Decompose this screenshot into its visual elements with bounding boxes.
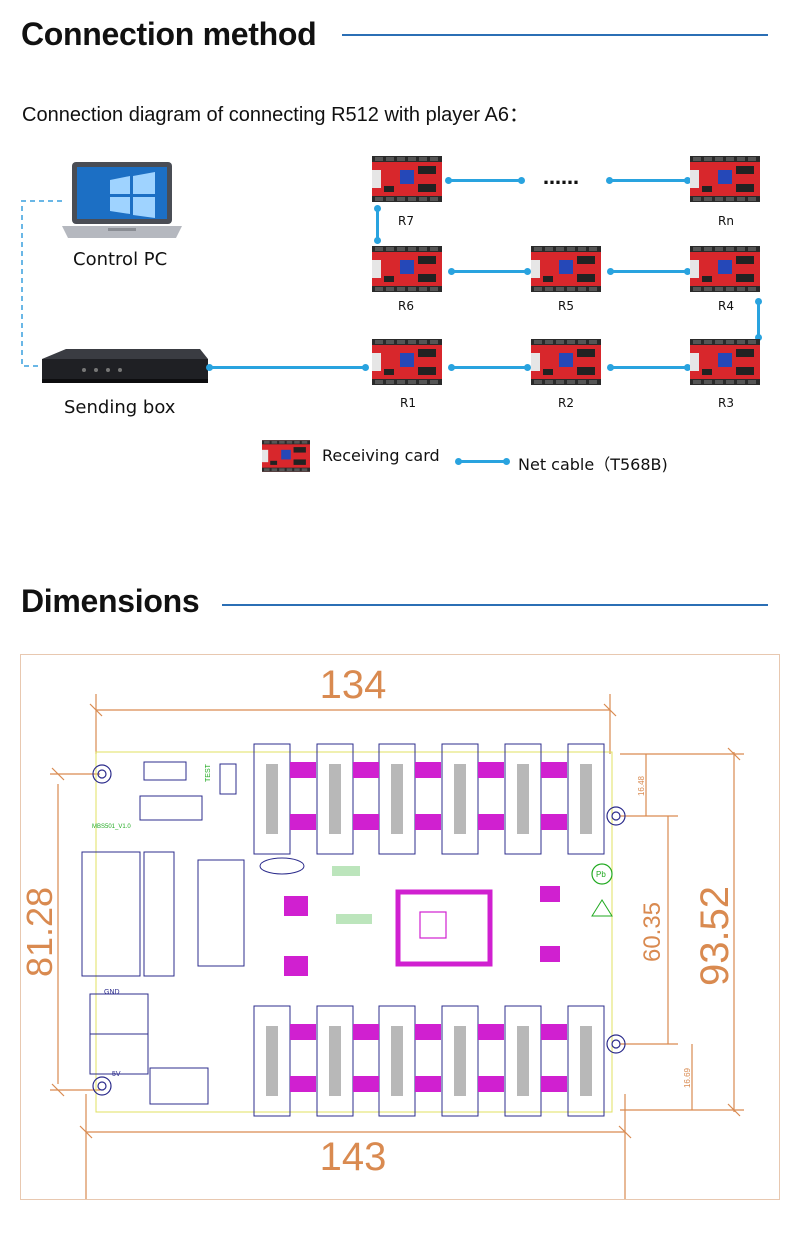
dimensions-title-rule: [222, 604, 768, 606]
sending-box-label: Sending box: [64, 397, 176, 418]
cable-endpoint: [448, 364, 455, 371]
dimensions-section-title: Dimensions: [21, 583, 200, 619]
cable-endpoint: [448, 268, 455, 275]
card-label-r7: R7: [398, 214, 414, 228]
receiving-card-r2: [531, 339, 601, 385]
cable-endpoint: [755, 298, 762, 305]
cable-endpoint: [362, 364, 369, 371]
dim-top-width: 134: [320, 663, 387, 707]
cable-endpoint: [684, 364, 691, 371]
cable-endpoint: [524, 268, 531, 275]
test-label: TEST: [205, 763, 212, 782]
connection-title-rule: [342, 34, 768, 36]
receiving-card-rn: [690, 156, 760, 202]
cable-endpoint: [607, 364, 614, 371]
cable-endpoint: [684, 268, 691, 275]
card-label-r1: R1: [400, 396, 416, 410]
cable-r6-r7: [376, 208, 379, 240]
connection-section-title: Connection method: [21, 16, 317, 52]
control-pc-label: Control PC: [73, 249, 168, 270]
pcb-dimension-drawing: 134 143 81.28 93.52 60.35 16.48 16.69: [20, 654, 780, 1200]
cable-r3-r4: [757, 302, 760, 338]
dim-offset-top: 16.48: [637, 775, 646, 796]
laptop-icon: [62, 162, 182, 238]
cable-endpoint: [607, 268, 614, 275]
cable-r5-r6: [452, 270, 528, 273]
card-label-r6: R6: [398, 299, 414, 313]
pb-free-label: Pb: [596, 870, 606, 879]
cable-ellipsis-rn: [610, 179, 688, 182]
legend-receiving-card-label: Receiving card: [322, 446, 440, 465]
dim-right-outer-height: 93.52: [693, 886, 737, 986]
connection-subtitle: Connection diagram of connecting R512 wi…: [22, 104, 529, 126]
cable-endpoint: [524, 364, 531, 371]
cable-endpoint: [518, 177, 525, 184]
cable-endpoint: [606, 177, 613, 184]
card-label-r5: R5: [558, 299, 574, 313]
cable-endpoint: [755, 334, 762, 341]
legend-net-cable-label: Net cable（T568B): [518, 455, 668, 474]
cable-r2-r3: [611, 366, 687, 369]
receiving-card-r7: [372, 156, 442, 202]
cable-endpoint: [445, 177, 452, 184]
receiving-card-r3: [690, 339, 760, 385]
legend-cable-icon: [459, 460, 507, 463]
cable-box-r1: [210, 366, 368, 369]
board-model-label: MBS501_V1.0: [92, 824, 131, 830]
legend-receiving-card-icon: [262, 440, 310, 472]
card-label-r3: R3: [718, 396, 734, 410]
cable-r7-ellipsis: [449, 179, 521, 182]
receiving-card-r6: [372, 246, 442, 292]
legend-cable-endpoint: [503, 458, 510, 465]
dim-right-inner-height: 60.35: [639, 902, 666, 962]
receiving-card-r1: [372, 339, 442, 385]
sending-box-icon: [42, 349, 208, 383]
receiving-card-r4: [690, 246, 760, 292]
legend-cable-endpoint: [455, 458, 462, 465]
receiving-card-r5: [531, 246, 601, 292]
cable-endpoint: [374, 237, 381, 244]
cable-r4-r5: [611, 270, 687, 273]
ellipsis-label: ……: [543, 168, 579, 189]
cable-r1-r2: [452, 366, 528, 369]
card-label-r2: R2: [558, 396, 574, 410]
dim-left-height: 81.28: [20, 887, 60, 977]
dim-offset-bottom: 16.69: [683, 1067, 692, 1088]
card-label-r4: R4: [718, 299, 734, 313]
gnd-label: GND: [104, 989, 120, 996]
dim-bottom-width: 143: [320, 1135, 387, 1179]
cable-endpoint: [684, 177, 691, 184]
card-label-rn: Rn: [718, 214, 734, 228]
cable-endpoint: [206, 364, 213, 371]
v5-label: 5V: [112, 1071, 121, 1078]
